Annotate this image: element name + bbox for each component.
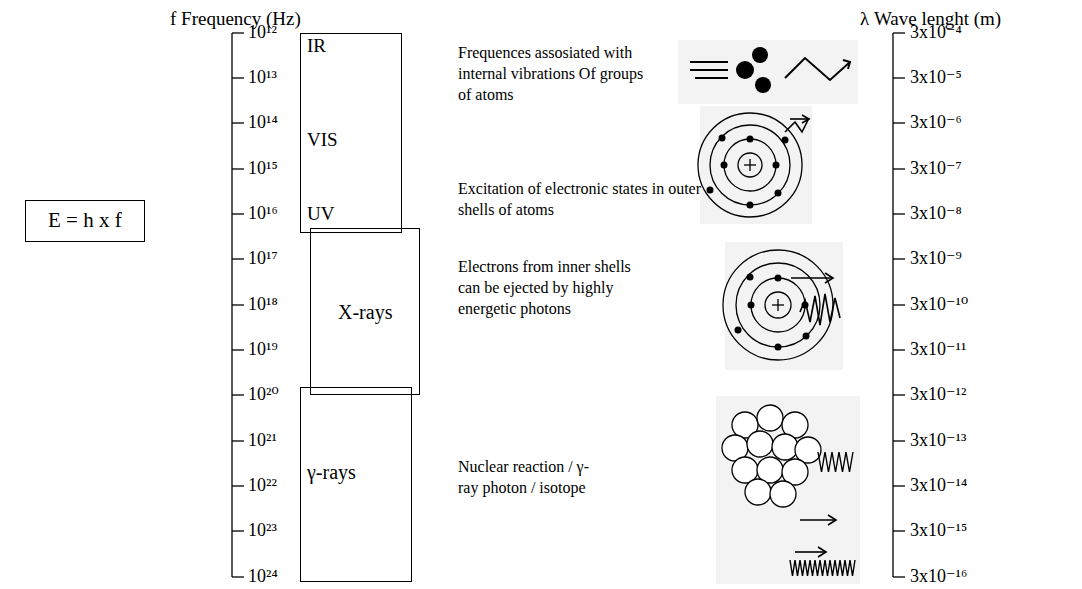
nucleus-illustration: [716, 396, 860, 584]
axis-line: [893, 32, 905, 33]
description: Frequences assosiated with internal vibr…: [458, 42, 653, 105]
spectrum-band: IR VIS UV: [300, 33, 402, 233]
gamma-wave: [818, 452, 853, 472]
wavelength-tick: 3x10⁻¹⁰: [910, 293, 968, 317]
wavelength-tick: 3x10⁻¹⁶: [910, 565, 967, 589]
band-label: UV: [307, 203, 334, 226]
frequency-tick: 10²⁴: [248, 565, 278, 589]
frequency-tick: 10¹⁴: [248, 111, 278, 135]
band-label: VIS: [307, 129, 338, 152]
axis-line: [232, 440, 244, 441]
wavelength-tick: 3x10⁻¹⁵: [910, 519, 967, 543]
axis-line: [893, 530, 905, 531]
frequency-tick: 10¹⁵: [248, 157, 278, 181]
axis-line: [232, 485, 244, 486]
description: Electrons from inner shells can be eject…: [458, 256, 648, 319]
frequency-tick: 10¹⁹: [248, 338, 278, 362]
axis-line: [232, 349, 244, 350]
frequency-tick: 10²¹: [248, 429, 277, 453]
atom-ejection-illustration: [723, 242, 843, 370]
description: Nuclear reaction / γ-ray photon / isotop…: [458, 456, 608, 498]
axis-line: [893, 122, 905, 123]
axis-line: [893, 440, 905, 441]
axis-line: [232, 530, 244, 531]
axis-line: [893, 258, 905, 259]
axis-line: [232, 77, 244, 78]
axis-line: [232, 304, 244, 305]
band-label: E = h x f: [48, 208, 122, 233]
atom-illustration: [698, 106, 812, 224]
axis-line: [893, 304, 905, 305]
formula-box: E = h x f: [25, 200, 145, 242]
axis-line: [893, 168, 905, 169]
frequency-tick: 10¹⁸: [248, 293, 278, 317]
axis-line: [893, 213, 905, 214]
axis-line: [893, 576, 905, 577]
axis-line: [232, 258, 244, 259]
band-label: IR: [307, 35, 326, 58]
wavelength-tick: 3x10⁻¹³: [910, 429, 966, 453]
axis-line: [893, 349, 905, 350]
frequency-tick: 10¹⁶: [248, 202, 278, 226]
axis-line: [232, 576, 244, 577]
axis-title: f Frequency (Hz): [170, 6, 301, 31]
frequency-tick: 10¹³: [248, 66, 277, 90]
wavelength-tick: 3x10⁻⁹: [910, 247, 962, 271]
wavelength-tick: 3x10⁻⁷: [910, 157, 962, 181]
spectrum-band: γ-rays: [300, 387, 412, 582]
band-label: X-rays: [338, 300, 392, 324]
molecule-illustration: [678, 40, 858, 104]
axis-line: [893, 485, 905, 486]
axis-line: [232, 168, 244, 169]
axis-line: [232, 32, 244, 33]
axis-line: [232, 213, 244, 214]
wavelength-tick: 3x10⁻⁸: [910, 202, 962, 226]
wavelength-tick: 3x10⁻⁵: [910, 66, 962, 90]
wavelength-tick: 3x10⁻¹⁴: [910, 474, 967, 498]
axis-line: [893, 77, 905, 78]
gamma-wave: [790, 560, 855, 576]
band-label: γ-rays: [307, 460, 356, 484]
axis-line: [232, 394, 244, 395]
frequency-tick: 10¹⁷: [248, 247, 278, 271]
frequency-tick: 10²³: [248, 519, 277, 543]
wavelength-tick: 3x10⁻⁶: [910, 111, 962, 135]
frequency-tick: 10²²: [248, 474, 277, 498]
wavelength-tick: 3x10⁻⁴: [910, 21, 962, 45]
frequency-tick: 10²⁰: [248, 383, 279, 407]
frequency-tick: 10¹²: [248, 21, 277, 45]
axis-line: [893, 394, 905, 395]
wavelength-tick: 3x10⁻¹¹: [910, 338, 966, 362]
wavelength-tick: 3x10⁻¹²: [910, 383, 966, 407]
description: Excitation of electronic states in outer…: [458, 178, 703, 220]
spectrum-band: X-rays: [310, 228, 420, 395]
axis-line: [232, 122, 244, 123]
